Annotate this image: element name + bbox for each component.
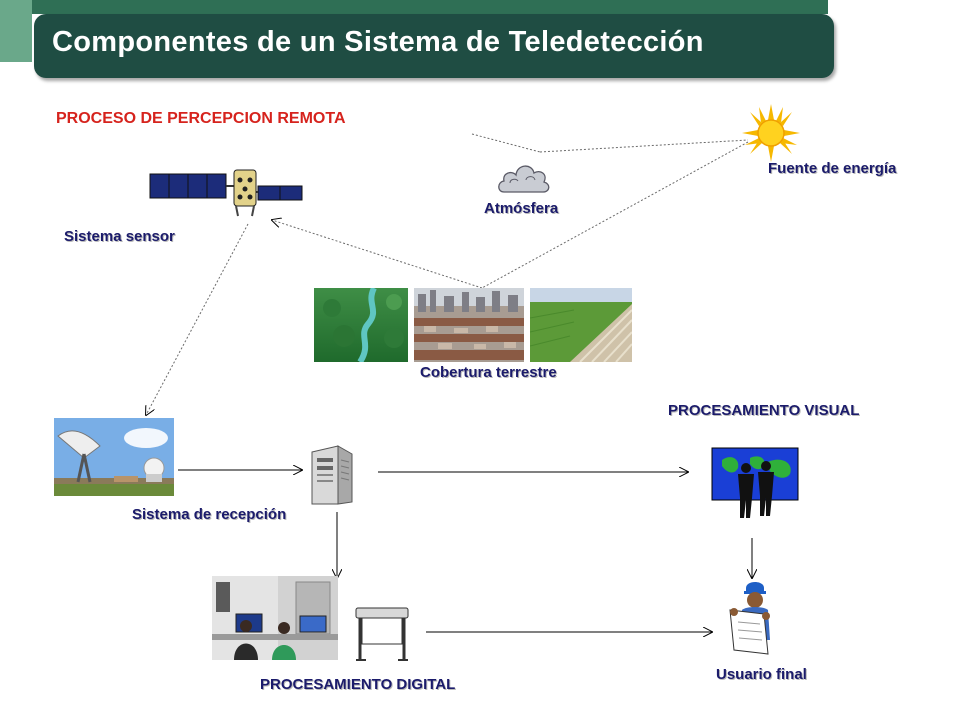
antenna-station-icon	[54, 418, 174, 496]
forest-river-photo	[314, 288, 408, 362]
digital-processing-label: PROCESAMIENTO DIGITAL	[260, 676, 456, 693]
map-viewers-icon	[710, 446, 800, 520]
process-title: PROCESO DE PERCEPCION REMOTA	[56, 110, 346, 127]
computer-lab-icon	[212, 576, 338, 660]
page-title: Componentes de un Sistema de Teledetecci…	[52, 26, 704, 58]
energy-path-line	[481, 141, 749, 289]
end-user-label: Usuario final	[716, 666, 807, 683]
land-cover-label: Cobertura terrestre	[420, 364, 557, 381]
downlink-path-line	[146, 223, 249, 415]
energy-path-line	[471, 133, 541, 153]
title-banner	[34, 14, 834, 78]
city-photo	[414, 288, 524, 362]
reflection-path-line	[272, 220, 483, 289]
energy-source-label: Fuente de energía	[768, 160, 897, 177]
sun-icon	[742, 104, 800, 162]
sensor-label: Sistema sensor	[64, 228, 175, 245]
reception-label: Sistema de recepción	[132, 506, 287, 523]
crop-field-photo	[530, 288, 632, 362]
cloud-icon	[496, 158, 552, 196]
energy-path-line	[539, 139, 749, 153]
user-reading-icon	[724, 580, 786, 656]
visual-processing-label: PROCESAMIENTO VISUAL	[668, 402, 860, 419]
plotter-icon	[352, 604, 412, 662]
header-accent-block	[0, 0, 32, 62]
satellite-icon	[148, 164, 304, 220]
server-tower-icon	[308, 444, 356, 506]
atmosphere-label: Atmósfera	[484, 200, 559, 217]
header-accent-bar	[0, 0, 828, 14]
